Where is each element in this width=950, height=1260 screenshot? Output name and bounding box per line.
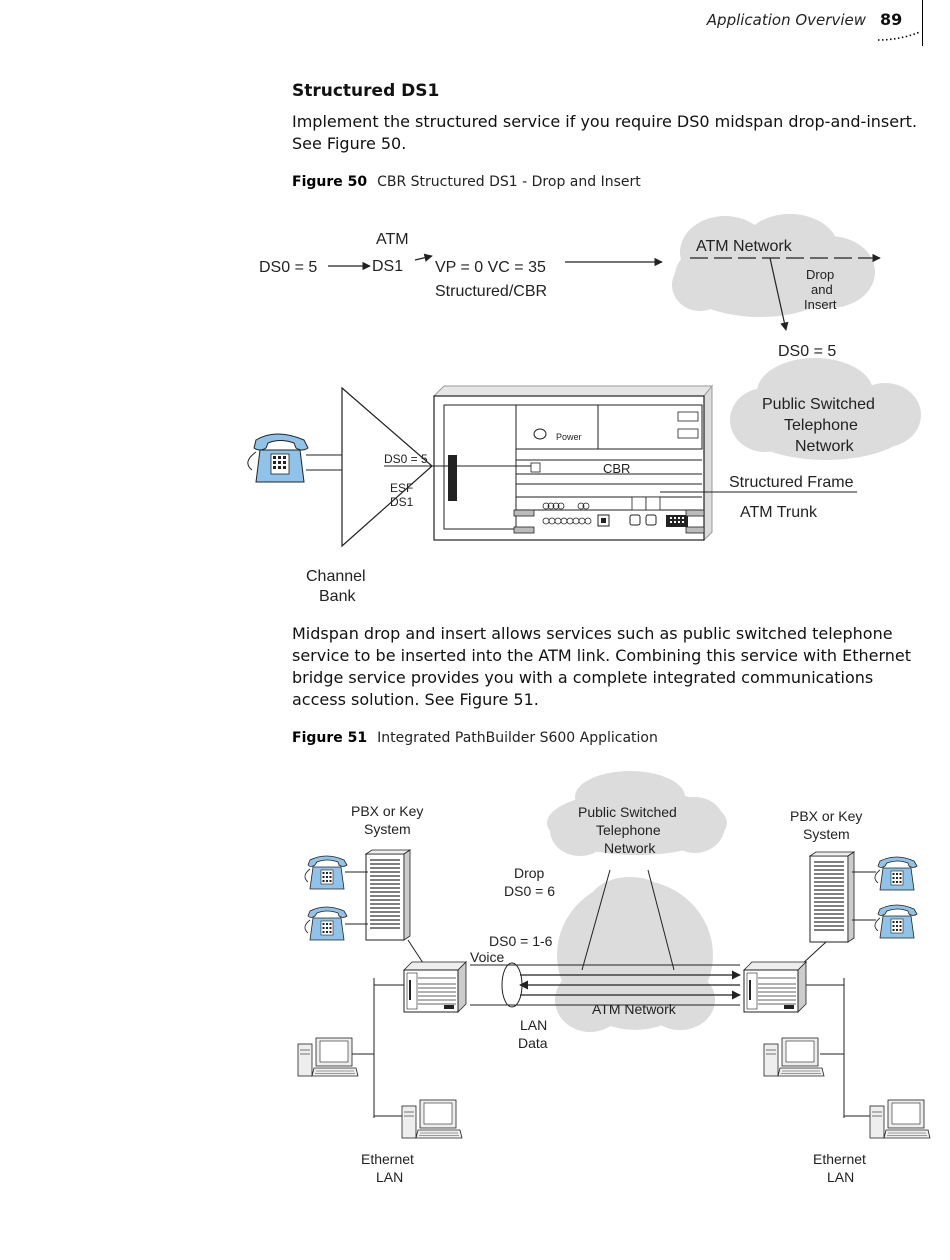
pstn-line1-fig51: Public Switched: [578, 804, 677, 820]
ds0-1-6-label: DS0 = 1-6: [489, 933, 553, 949]
figure-51-caption: Figure 51 Integrated PathBuilder S600 App…: [292, 730, 658, 746]
telephone-left-2-icon: [304, 906, 348, 941]
voice-data-bundle: [501, 962, 523, 1008]
pathbuilder-s600-right: [743, 961, 807, 1013]
workstation-right-1: [763, 1037, 825, 1077]
channel-bank-shape: [341, 386, 433, 548]
pstn-line2-fig51: Telephone: [596, 822, 661, 838]
figure-50-diagram: DS0 = 5 ATM DS1 VP = 0 VC = 35 Structure…: [247, 214, 921, 605]
ethernet-left-line1: Ethernet: [361, 1151, 414, 1167]
page-number: 89: [880, 10, 903, 29]
esf-label: ESF: [390, 481, 413, 495]
atm-network-label-fig51: ATM Network: [592, 1001, 677, 1017]
intro-paragraph: Implement the structured service if you …: [292, 112, 918, 153]
running-header-title: Application Overview: [706, 11, 866, 29]
structured-cbr-label: Structured/CBR: [435, 283, 547, 300]
ds1-bank-label: DS1: [390, 495, 414, 509]
pstn-cloud-fig50: [730, 358, 921, 460]
ds0-bank-label: DS0 = 5: [384, 452, 428, 466]
pstn-line3-fig51: Network: [604, 840, 656, 856]
header-dots-ornament: [877, 31, 921, 41]
pstn-line2-fig50: Telephone: [784, 417, 858, 434]
pstn-line3-fig50: Network: [795, 438, 855, 455]
pstn-cloud-fig51: [547, 771, 727, 856]
and-label: and: [811, 282, 833, 297]
data-label: Data: [518, 1035, 548, 1051]
telephone-icon: [247, 433, 309, 483]
drop-label: Drop: [806, 267, 834, 282]
ethernet-right-line2: LAN: [827, 1169, 854, 1185]
atm-network-cloud-fig51: [555, 877, 715, 1032]
ethernet-right-line1: Ethernet: [813, 1151, 866, 1167]
pbx-left-line2: System: [364, 821, 411, 837]
pstn-line1-fig50: Public Switched: [762, 396, 875, 413]
ds0-6-label: DS0 = 6: [504, 883, 555, 899]
pbx-server-right: [809, 851, 855, 943]
section-heading: Structured DS1: [292, 81, 440, 101]
pstn-link-right: [647, 869, 675, 971]
telephone-left-1-icon: [304, 855, 348, 890]
atm-network-cloud: [672, 214, 875, 317]
pbx-right-line2: System: [803, 826, 850, 842]
drop-label-fig51: Drop: [514, 865, 545, 881]
telephone-right-1-icon: [874, 856, 918, 891]
figure-50-caption: Figure 50 CBR Structured DS1 - Drop and I…: [292, 174, 641, 190]
lan-label: LAN: [520, 1017, 547, 1033]
figure-51-diagram: Public Switched Telephone Network ATM Ne…: [297, 771, 931, 1185]
vp-vc-label: VP = 0 VC = 35: [435, 259, 546, 276]
ds0-output-label: DS0 = 5: [778, 343, 836, 360]
bank-label: Bank: [319, 588, 356, 605]
drop-insert-arrow: [769, 257, 789, 331]
figure-51-title: Integrated PathBuilder S600 Application: [377, 730, 658, 746]
ds1-to-vpvc-arrow: [414, 253, 433, 262]
pathbuilder-s600-left: [403, 961, 467, 1013]
pstn-link-left: [581, 869, 611, 971]
header-rule: [922, 0, 923, 46]
atm-trunk-label: ATM Trunk: [740, 504, 818, 521]
midspan-paragraph: Midspan drop and insert allows services …: [292, 624, 911, 709]
pbx-server-left: [365, 849, 411, 941]
telephone-right-2-icon: [874, 904, 918, 939]
atm-network-label-fig50: ATM Network: [696, 238, 793, 255]
insert-label: Insert: [804, 297, 837, 312]
workstation-right-2: [869, 1099, 931, 1139]
cbr-label: CBR: [603, 461, 630, 476]
voice-label: Voice: [470, 949, 504, 965]
pathbuilder-chassis: [432, 384, 714, 542]
atm-label: ATM: [376, 231, 409, 248]
power-label: Power: [556, 432, 582, 442]
structured-frame-label: Structured Frame: [729, 474, 854, 491]
channel-label: Channel: [306, 568, 366, 585]
workstation-left-2: [401, 1099, 463, 1139]
figure-50-label: Figure 50: [292, 174, 368, 190]
pbx-right-line1: PBX or Key: [790, 808, 862, 824]
ethernet-left-line2: LAN: [376, 1169, 403, 1185]
figure-50-title: CBR Structured DS1 - Drop and Insert: [377, 174, 641, 190]
ds1-label: DS1: [372, 258, 403, 275]
pbx-left-line1: PBX or Key: [351, 803, 423, 819]
figure-51-label: Figure 51: [292, 730, 368, 746]
workstation-left-1: [297, 1037, 359, 1077]
ds0-input-label: DS0 = 5: [259, 259, 317, 276]
